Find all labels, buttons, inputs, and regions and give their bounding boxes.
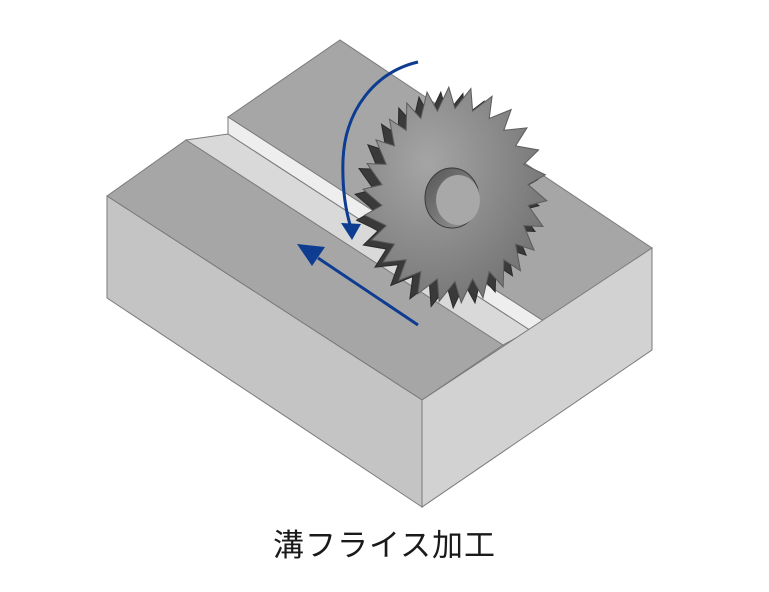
milling-cutter bbox=[354, 85, 548, 310]
rotation-arrow-icon bbox=[341, 60, 419, 240]
block-face-right bbox=[421, 247, 653, 508]
diagram-caption: 溝フライス加工 bbox=[272, 528, 497, 564]
cutter-bore-inner bbox=[436, 175, 480, 225]
workpiece-block bbox=[106, 39, 653, 508]
feed-direction-arrow-icon bbox=[297, 244, 419, 327]
